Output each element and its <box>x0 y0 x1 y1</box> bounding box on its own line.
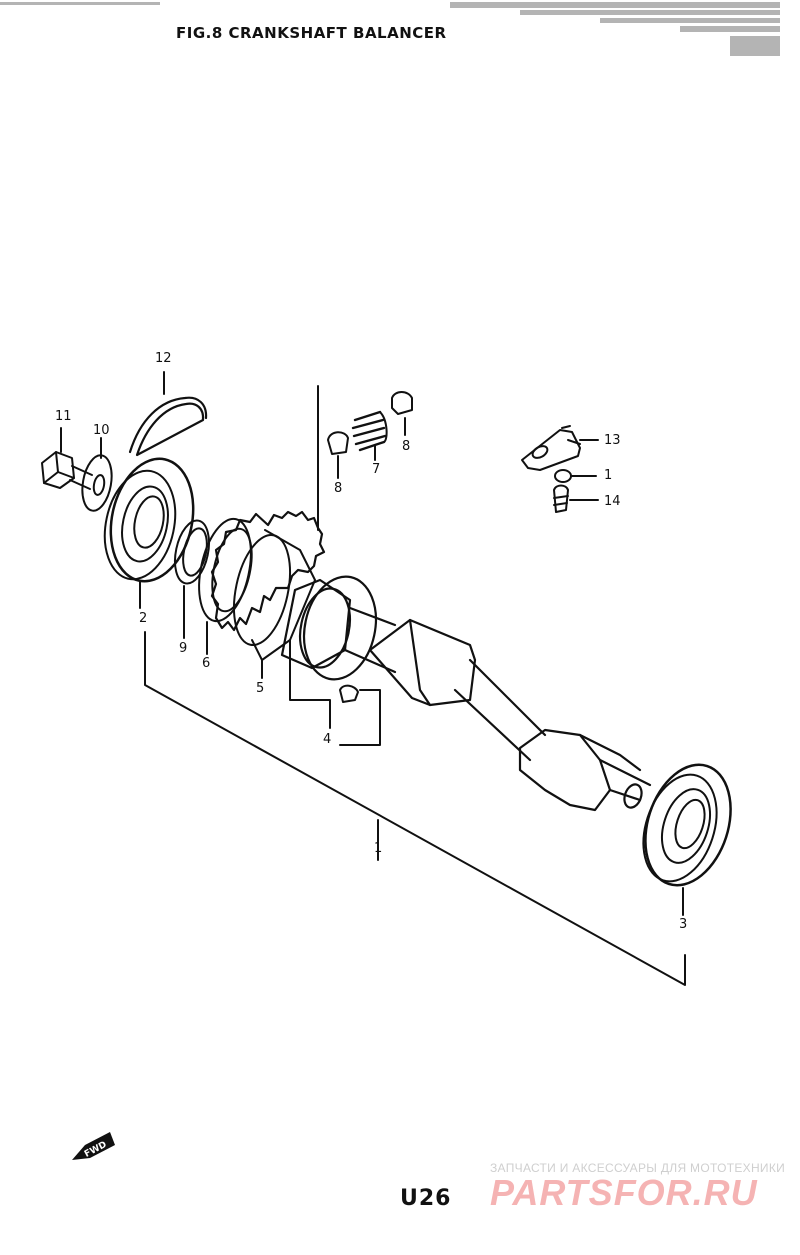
callout-9: 9 <box>179 641 188 656</box>
callout-3: 3 <box>679 917 688 932</box>
part-12-circlip <box>128 396 208 457</box>
callout-2: 2 <box>139 611 148 626</box>
page-number: U26 <box>400 1186 452 1211</box>
part-10-washer <box>81 437 113 512</box>
part-5-gear <box>210 510 326 679</box>
part-14-screw <box>553 484 599 513</box>
part-13-stopper <box>521 425 599 471</box>
callout-6: 6 <box>202 656 211 671</box>
part-1-washer-small <box>554 469 597 483</box>
callout-4: 4 <box>323 732 332 747</box>
part-4-key <box>339 684 359 703</box>
part-11-bolt <box>41 427 93 490</box>
leader-part-4 <box>289 385 381 746</box>
callout-12: 12 <box>155 351 172 366</box>
scan-noise <box>0 2 780 56</box>
callout-10: 10 <box>93 423 110 438</box>
part-8-plugs <box>327 391 413 479</box>
fwd-arrow-icon <box>72 1132 115 1160</box>
callout-13: 13 <box>604 433 621 448</box>
part-2-bearing <box>103 457 195 609</box>
watermark-caption: ЗАПЧАСТИ И АКСЕССУАРЫ ДЛЯ МОТОТЕХНИКИ <box>490 1161 786 1175</box>
callout-7: 7 <box>372 462 381 477</box>
callout-11: 11 <box>55 409 72 424</box>
callout-8-right: 8 <box>402 439 411 454</box>
part-4-balancer-shaft <box>280 575 652 812</box>
figure-title: FIG.8 CRANKSHAFT BALANCER <box>176 24 447 42</box>
part-3-bearing <box>642 763 732 916</box>
part-9-ring <box>173 519 211 639</box>
callout-8-left: 8 <box>334 481 343 496</box>
watermark-logo: PARTSFOR.RU <box>490 1172 758 1213</box>
part-7-spring <box>351 410 388 461</box>
callout-5: 5 <box>256 681 265 696</box>
callout-1-right: 1 <box>604 468 613 483</box>
callout-1-bottom: 1 <box>374 841 383 856</box>
callout-14: 14 <box>604 494 621 509</box>
leader-part-1 <box>144 631 686 986</box>
